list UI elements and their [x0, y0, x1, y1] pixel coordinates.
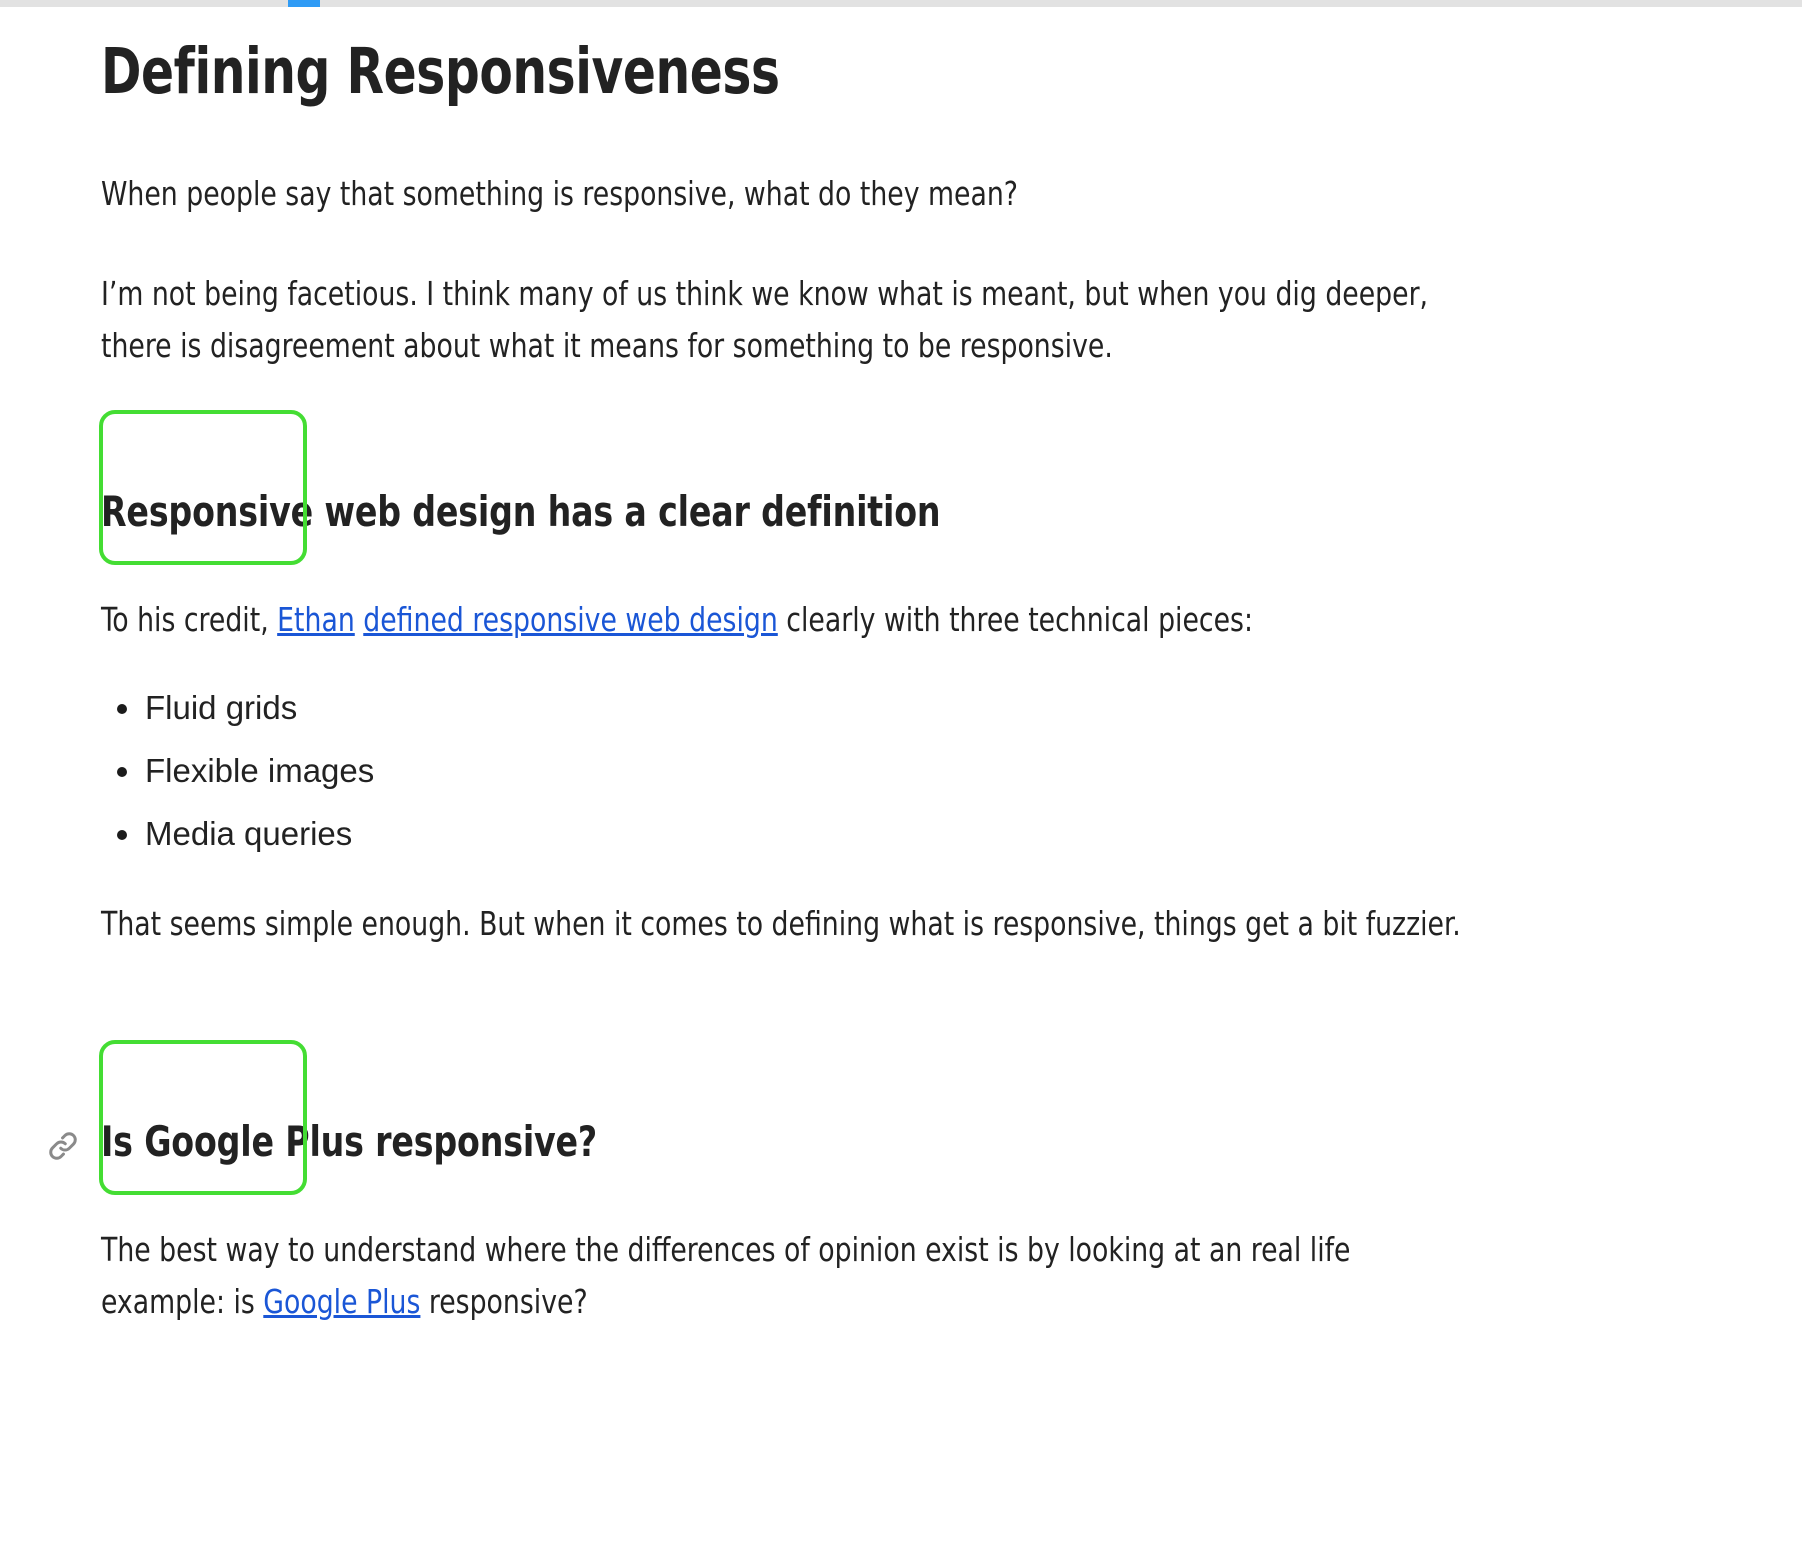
link-icon[interactable] [45, 1128, 81, 1164]
top-progress-track [0, 0, 1802, 7]
paragraph-ethan-credit: To his credit, Ethan defined responsive … [101, 594, 1451, 646]
paragraph-text-tail: clearly with three technical pieces: [777, 600, 1253, 639]
paragraph-fuzzier: That seems simple enough. But when it co… [101, 904, 1461, 943]
highlight-box-1 [99, 410, 307, 565]
link-defined-responsive-web-design[interactable]: defined responsive web design [363, 600, 778, 639]
paragraph-text-tail: responsive? [420, 1282, 588, 1321]
section-heading-google-plus: Is Google Plus responsive? [101, 1117, 598, 1166]
paragraph-intro: When people say that something is respon… [101, 174, 1018, 213]
link-ethan[interactable]: Ethan [277, 600, 355, 639]
list-item: Fluid grids [101, 680, 1001, 735]
list-item: Flexible images [101, 743, 1001, 798]
paragraph-google-plus-example: The best way to understand where the dif… [101, 1224, 1469, 1328]
paragraph-text-lead: The best way to understand where the dif… [101, 1230, 1351, 1321]
link-google-plus[interactable]: Google Plus [263, 1282, 421, 1321]
page-title: Defining Responsiveness [101, 35, 780, 108]
technical-pieces-list: Fluid grids Flexible images Media querie… [101, 680, 1001, 869]
list-item: Media queries [101, 806, 1001, 861]
section-heading-rwd-definition: Responsive web design has a clear defini… [101, 487, 941, 536]
paragraph-facetious: I’m not being facetious. I think many of… [101, 274, 1429, 365]
highlight-box-2 [99, 1040, 307, 1195]
top-progress-fill [288, 0, 320, 7]
paragraph-text-lead: To his credit, [101, 600, 278, 639]
